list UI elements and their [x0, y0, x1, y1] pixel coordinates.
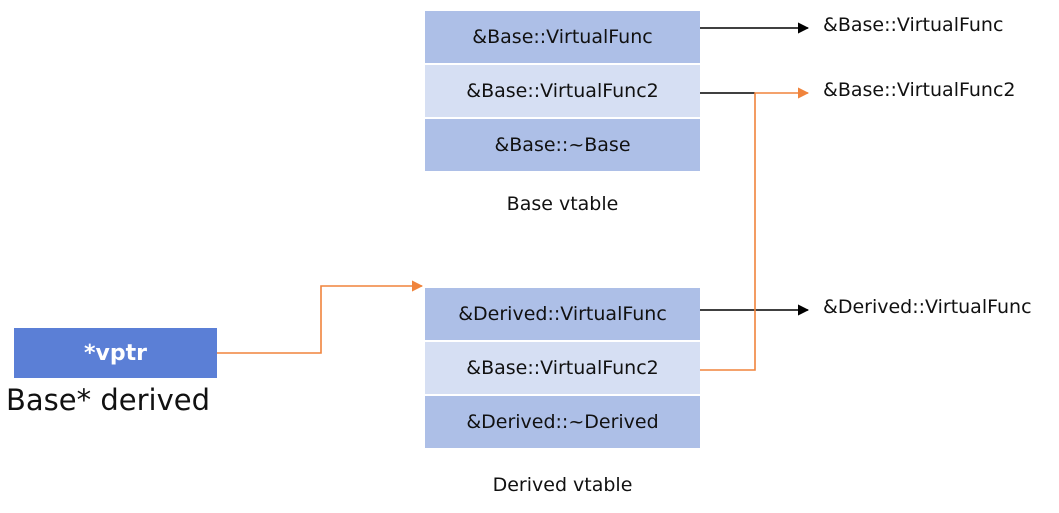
target-base-virtualfunc: &Base::VirtualFunc	[823, 14, 1004, 36]
derived-vtable-entry-destructor: &Derived::~Derived	[425, 396, 700, 450]
derived-vtable-caption: Derived vtable	[492, 474, 633, 496]
base-vtable-entry-virtualfunc2: &Base::VirtualFunc2	[425, 65, 700, 119]
derived-vtable: &Derived::VirtualFunc &Base::VirtualFunc…	[425, 288, 700, 450]
target-derived-virtualfunc: &Derived::VirtualFunc	[823, 296, 1032, 318]
object-label: Base* derived	[6, 383, 210, 417]
vptr-field: *vptr	[14, 328, 217, 378]
base-vtable-entry-virtualfunc: &Base::VirtualFunc	[425, 11, 700, 65]
target-base-virtualfunc2: &Base::VirtualFunc2	[823, 79, 1016, 101]
derived-vtable-entry-virtualfunc: &Derived::VirtualFunc	[425, 288, 700, 342]
arrow-derived-slot-to-base-virtualfunc2	[700, 87, 810, 371]
arrow-vptr-to-derived-vtable	[217, 280, 424, 354]
base-vtable-entry-destructor: &Base::~Base	[425, 119, 700, 173]
derived-vtable-entry-virtualfunc2: &Base::VirtualFunc2	[425, 342, 700, 396]
base-vtable-caption: Base vtable	[506, 193, 619, 215]
base-vtable: &Base::VirtualFunc &Base::VirtualFunc2 &…	[425, 11, 700, 173]
